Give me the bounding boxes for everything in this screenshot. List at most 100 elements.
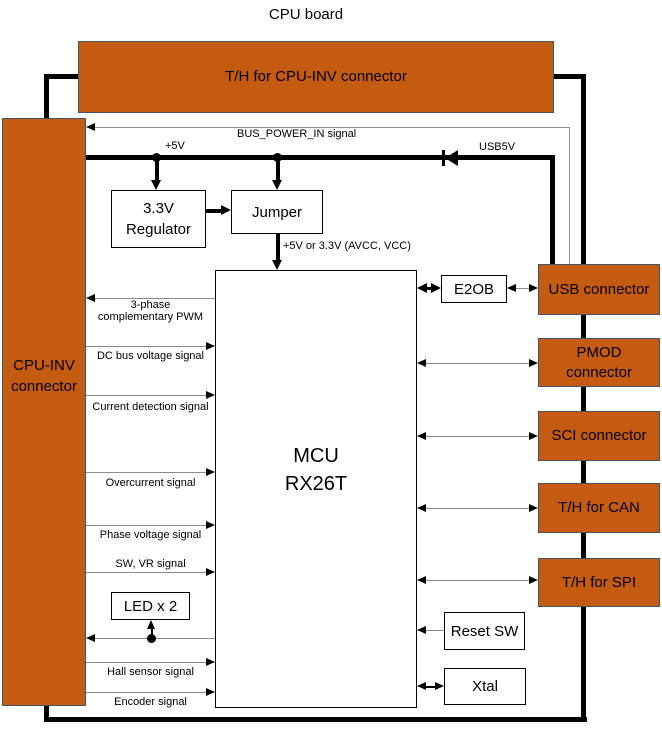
arrowhead-left-icon [417, 432, 426, 440]
led-branch-line [151, 627, 153, 638]
mcu-e2ob-line [424, 287, 434, 290]
jumper-to-mcu-line [276, 234, 280, 261]
e2ob-label: E2OB [453, 280, 495, 298]
arrowhead-left-icon [417, 504, 426, 512]
arrowhead-left-icon [417, 576, 426, 584]
mcu-spi-line [425, 580, 531, 581]
page-title: CPU board [268, 6, 344, 23]
rail-to-regulator-line [155, 157, 159, 181]
led-box: LED x 2 [111, 592, 190, 620]
mcu-label: MCU RX26T [284, 445, 348, 495]
signal-label-dc-bus: DC bus voltage signal [96, 350, 204, 362]
jumper-label: Jumper [251, 203, 303, 221]
arrowhead-left-icon [417, 682, 426, 690]
signal-label-sw-vr: SW, VR signal [115, 558, 186, 570]
signal-line-current [86, 395, 207, 396]
junction-dot [147, 634, 156, 643]
regulator-box: 3.3V Regulator [111, 190, 206, 248]
arrowhead-right-icon [529, 432, 538, 440]
signal-line-hall [86, 662, 207, 663]
e2ob-box: E2OB [441, 275, 507, 303]
xtal-label: Xtal [472, 678, 498, 695]
board-border-top-right [551, 74, 586, 79]
reset-sw-box: Reset SW [444, 612, 525, 650]
usb-connector-box: USB connector [538, 264, 660, 315]
pmod-connector-label: PMOD connector [566, 343, 632, 381]
arrowhead-right-icon [206, 468, 215, 476]
arrowhead-right-icon [529, 504, 538, 512]
plus5v-rail-vertical [550, 155, 555, 265]
th-can-label: T/H for CAN [558, 499, 640, 516]
usb-connector-label: USB connector [548, 280, 650, 298]
cpu-inv-connector-box: CPU-INV connector [2, 118, 86, 706]
bus-power-in-line-vertical [569, 127, 570, 264]
arrowhead-left-icon [417, 283, 427, 293]
junction-dot [273, 153, 282, 162]
board-border-bottom [44, 717, 587, 722]
arrowhead-left-icon [417, 359, 426, 367]
led-label: LED x 2 [123, 597, 178, 615]
junction-dot [152, 153, 161, 162]
cpu-inv-connector-label: CPU-INV connector [11, 357, 77, 395]
sci-connector-box: SCI connector [538, 411, 660, 461]
pmod-connector-box: PMOD connector [538, 338, 660, 387]
signal-line-dc-bus [86, 346, 207, 347]
signal-line-pwm [94, 298, 215, 299]
arrowhead-down-icon [272, 180, 282, 190]
diode-icon [445, 150, 458, 166]
mcu-sci-line [425, 436, 531, 437]
signal-line-overcurrent [86, 472, 207, 473]
plus5v-rail [85, 155, 555, 160]
mcu-can-line [425, 508, 531, 509]
arrowhead-right-icon [206, 521, 215, 529]
th-cpu-inv-connector-label: T/H for CPU-INV connector [225, 68, 407, 85]
signal-label-pwm: 3-phase complementary PWM [97, 299, 204, 323]
arrowhead-down-icon [151, 180, 161, 190]
rail-to-jumper-line [276, 157, 280, 181]
arrowhead-left-icon [86, 294, 95, 302]
th-spi-label: T/H for SPI [561, 573, 637, 591]
arrowhead-right-icon [435, 682, 444, 690]
signal-label-hall: Hall sensor signal [107, 666, 194, 678]
mcu-pmod-line [425, 363, 531, 364]
signal-label-overcurrent: Overcurrent signal [105, 477, 196, 489]
xtal-box: Xtal [444, 668, 526, 705]
arrowhead-left-icon [86, 634, 95, 642]
signal-line-phase-voltage [86, 525, 207, 526]
mcu-xtal-line [424, 686, 436, 688]
arrowhead-right-icon [221, 205, 231, 215]
arrowhead-right-icon [529, 284, 538, 292]
arrowhead-right-icon [206, 342, 215, 350]
regulator-to-jumper-line [206, 209, 222, 213]
th-cpu-inv-connector-box: T/H for CPU-INV connector [78, 41, 554, 113]
arrowhead-right-icon [529, 359, 538, 367]
diode-cathode-bar [442, 150, 445, 166]
signal-label-phase-voltage: Phase voltage signal [99, 529, 202, 541]
bus-power-in-label: BUS_POWER_IN signal [237, 128, 357, 140]
arrowhead-right-icon [206, 568, 215, 576]
signal-label-current: Current detection signal [92, 401, 209, 413]
th-can-box: T/H for CAN [538, 483, 660, 533]
signal-line-encoder [86, 692, 207, 693]
board-border-top-left [44, 74, 80, 79]
e2ob-usb-line [514, 288, 531, 289]
board-border-right [581, 74, 586, 722]
usb5v-label: USB5V [479, 141, 516, 153]
th-spi-box: T/H for SPI [538, 558, 660, 607]
arrowhead-right-icon [529, 576, 538, 584]
arrowhead-left-icon [417, 626, 426, 634]
arrowhead-right-icon [206, 688, 215, 696]
arrowhead-left-icon [507, 284, 516, 292]
reset-sw-label: Reset SW [450, 622, 519, 640]
reset-mcu-line [425, 630, 444, 631]
arrowhead-right-icon [206, 658, 215, 666]
arrowhead-left-icon [86, 123, 95, 131]
arrowhead-up-icon [147, 620, 155, 629]
mcu-box: MCU RX26T [215, 270, 417, 708]
avcc-label: +5V or 3.3V (AVCC, VCC) [283, 240, 411, 252]
sci-connector-label: SCI connector [551, 427, 647, 444]
arrowhead-right-icon [206, 391, 215, 399]
signal-label-encoder: Encoder signal [114, 696, 187, 708]
bus-power-in-line [94, 127, 569, 128]
